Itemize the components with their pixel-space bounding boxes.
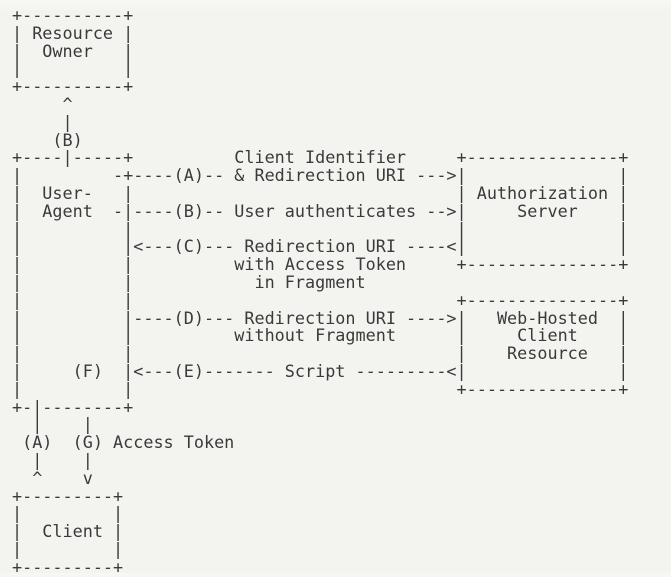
oauth-implicit-grant-ascii-diagram: +----------+ | Resource | | Owner | | | … xyxy=(12,5,629,577)
document-view: +----------+ | Resource | | Owner | | | … xyxy=(12,6,628,575)
